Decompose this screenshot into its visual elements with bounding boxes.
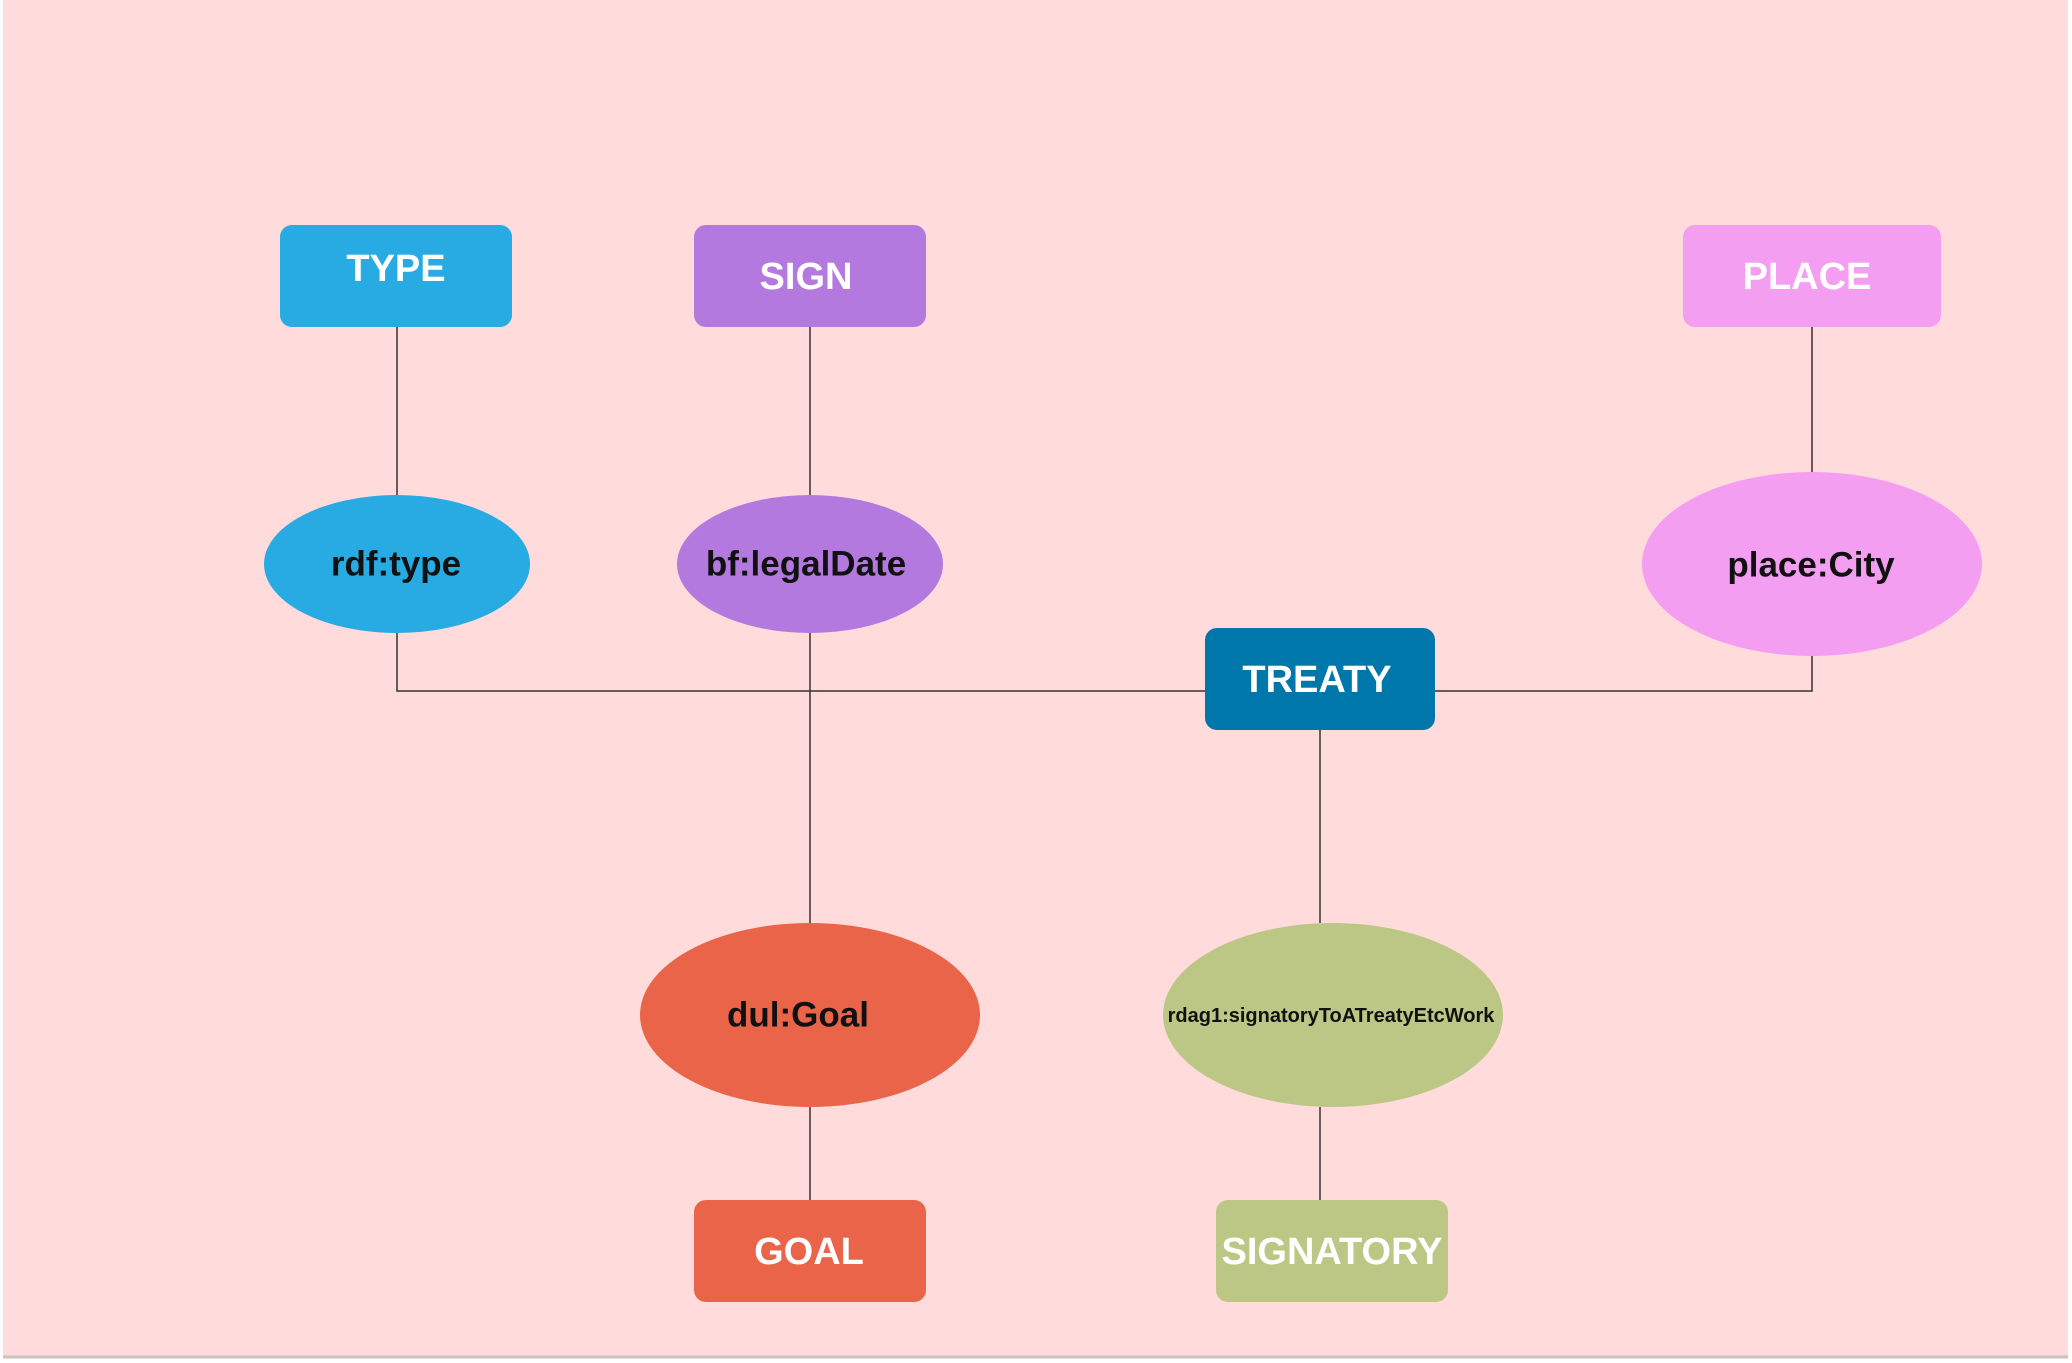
type-box-label: TYPE bbox=[346, 248, 445, 290]
signatory-box-label: SIGNATORY bbox=[1222, 1231, 1443, 1273]
goal-box-label: GOAL bbox=[754, 1231, 864, 1273]
dul-goal-ellipse bbox=[640, 923, 980, 1107]
node-bf-legaldate: bf:legalDate bbox=[677, 495, 943, 633]
place-city-label: place:City bbox=[1727, 546, 1895, 585]
node-place-city: place:City bbox=[1642, 472, 1982, 656]
node-place: PLACE bbox=[1683, 225, 1941, 327]
diagram-background bbox=[3, 0, 2068, 1357]
connectors bbox=[396, 327, 1813, 1200]
rdag1-signatory-ellipse bbox=[1163, 923, 1503, 1107]
node-type: TYPE bbox=[280, 225, 512, 327]
connector-place-city-to-treaty bbox=[1435, 656, 1813, 692]
sign-box-label: SIGN bbox=[760, 256, 853, 298]
place-box bbox=[1683, 225, 1941, 327]
bf-legaldate-ellipse bbox=[677, 495, 943, 633]
node-goal: GOAL bbox=[694, 1200, 926, 1302]
rdf-type-ellipse bbox=[264, 495, 530, 633]
rdag1-signatory-label: rdag1:signatoryToATreatyEtcWork bbox=[1168, 1005, 1496, 1027]
bf-legaldate-label: bf:legalDate bbox=[706, 545, 906, 584]
node-rdag1-signatory: rdag1:signatoryToATreatyEtcWork bbox=[1163, 923, 1503, 1107]
node-rdf-type: rdf:type bbox=[264, 495, 530, 633]
node-treaty: TREATY bbox=[1205, 628, 1435, 730]
node-signatory: SIGNATORY bbox=[1216, 1200, 1448, 1302]
goal-box bbox=[694, 1200, 926, 1302]
treaty-box bbox=[1205, 628, 1435, 730]
dul-goal-label: dul:Goal bbox=[727, 996, 869, 1035]
treaty-box-label: TREATY bbox=[1242, 659, 1391, 701]
signatory-box bbox=[1216, 1200, 1448, 1302]
node-dul-goal: dul:Goal bbox=[640, 923, 980, 1107]
node-sign: SIGN bbox=[694, 225, 926, 327]
place-box-label: PLACE bbox=[1743, 256, 1872, 298]
connector-rdf-type-to-treaty bbox=[396, 633, 1205, 692]
type-box bbox=[280, 225, 512, 327]
rdf-type-label: rdf:type bbox=[331, 545, 461, 584]
place-city-ellipse bbox=[1642, 472, 1982, 656]
sign-box bbox=[694, 225, 926, 327]
